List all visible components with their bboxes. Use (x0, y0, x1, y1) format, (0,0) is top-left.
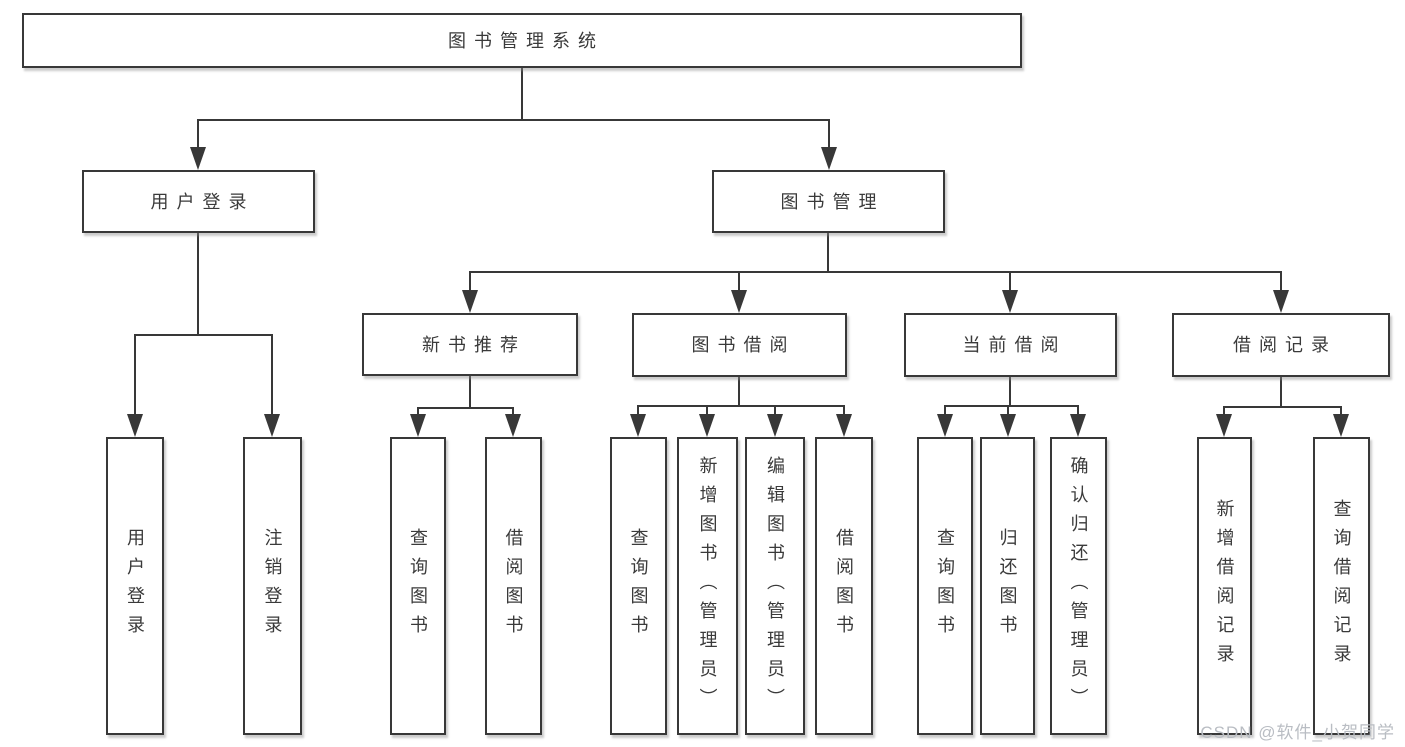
leaf-cb-query-books: 查询图书 (917, 437, 973, 735)
leaf-bb-borrow-books: 借阅图书 (815, 437, 873, 735)
connector-book-borrow-children (630, 377, 852, 437)
node-new-book-rec: 新书推荐 (362, 313, 578, 376)
leaf-bb-query-books: 查询图书 (610, 437, 667, 735)
connector-book-mgmt-children (462, 233, 1289, 313)
node-borrow-records: 借阅记录 (1172, 313, 1390, 377)
leaf-br-add-record: 新增借阅记录 (1197, 437, 1252, 735)
node-book-mgmt: 图书管理 (712, 170, 945, 233)
leaf-user-login: 用户登录 (106, 437, 164, 735)
connector-user-login-children (127, 233, 280, 437)
leaf-logout: 注销登录 (243, 437, 302, 735)
connector-current-borrow-children (937, 377, 1086, 437)
leaf-rec-borrow-books: 借阅图书 (485, 437, 542, 735)
leaf-bb-edit-books-admin: 编辑图书（管理员） (745, 437, 805, 735)
connector-borrow-records-children (1216, 377, 1349, 437)
leaf-cb-confirm-return-admin: 确认归还（管理员） (1050, 437, 1107, 735)
leaf-rec-query-books: 查询图书 (390, 437, 446, 735)
leaf-bb-add-books-admin: 新增图书（管理员） (677, 437, 738, 735)
node-book-borrow: 图书借阅 (632, 313, 847, 377)
node-current-borrow: 当前借阅 (904, 313, 1117, 377)
leaf-cb-return-books: 归还图书 (980, 437, 1035, 735)
node-root: 图书管理系统 (22, 13, 1022, 68)
node-user-login: 用户登录 (82, 170, 315, 233)
connector-root-to-level2 (190, 67, 837, 170)
leaf-br-query-record: 查询借阅记录 (1313, 437, 1370, 735)
connector-new-book-rec-children (410, 376, 521, 437)
